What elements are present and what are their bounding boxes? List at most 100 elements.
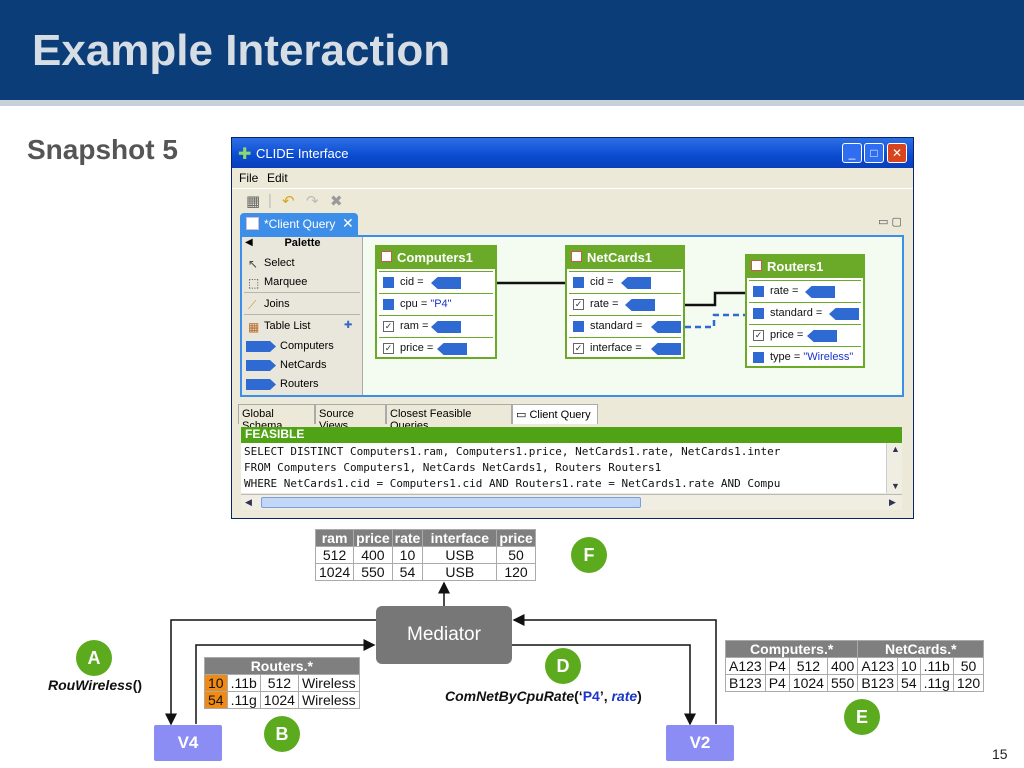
scroll-up-icon[interactable]: ▲	[891, 444, 900, 454]
app-window: ✚ CLIDE Interface _ □ ✕ File Edit ▦ | ↶ …	[231, 137, 914, 519]
attr-row[interactable]: ✓ interface =	[569, 337, 681, 358]
attr-pin-icon[interactable]	[805, 286, 835, 298]
scroll-left-icon[interactable]: ◀	[245, 497, 252, 507]
entity-header[interactable]: NetCards1	[567, 247, 683, 269]
editor-minmax-icon[interactable]: ▭ ▢	[878, 216, 902, 228]
attr-pin-icon[interactable]	[621, 277, 651, 289]
sql-line: SELECT DISTINCT Computers1.ram, Computer…	[244, 445, 781, 458]
close-tab-icon[interactable]: ✕	[342, 215, 354, 231]
attr-box-icon	[383, 277, 394, 288]
attr-name: price	[400, 342, 424, 354]
table-cell: 10	[897, 657, 921, 675]
attr-pin-icon[interactable]	[651, 343, 681, 355]
table-cell: 50	[496, 546, 536, 564]
checkbox-checked-icon[interactable]: ✓	[753, 330, 764, 341]
attr-op: =	[612, 298, 619, 310]
table-cell: .11b	[226, 674, 261, 692]
tab-client-query[interactable]: *Client Query ✕	[240, 213, 358, 235]
attr-pin-icon[interactable]	[829, 308, 859, 320]
attr-row[interactable]: standard =	[749, 302, 861, 323]
table-cell: P4	[764, 657, 790, 675]
checkbox-checked-icon[interactable]: ✓	[573, 343, 584, 354]
fn-arg: P4	[582, 688, 600, 704]
entity-netcards1[interactable]: NetCards1 cid = ✓ rate = standard = ✓ in…	[565, 245, 685, 359]
redo-icon[interactable]: ↷	[306, 193, 319, 210]
palette-tool-joins[interactable]: ⟋ Joins	[244, 295, 360, 314]
attr-row[interactable]: cid =	[379, 271, 493, 292]
palette-table-routers[interactable]: Routers	[244, 375, 360, 394]
sql-line: WHERE NetCards1.cid = Computers1.cid AND…	[244, 477, 781, 490]
palette-table-list[interactable]: ▦ Table List ✚	[244, 317, 360, 336]
attr-label: cid =	[590, 276, 614, 288]
query-canvas[interactable]: ◀ Palette ↖ Select ⬚ Marquee ⟋ Joins ▦ T…	[240, 235, 904, 397]
scroll-right-icon[interactable]: ▶	[889, 497, 896, 507]
attr-pin-icon[interactable]	[437, 343, 467, 355]
minimize-button[interactable]: _	[842, 143, 862, 163]
entity-routers1[interactable]: Routers1 rate = standard = ✓ price = typ…	[745, 254, 865, 368]
entity-header[interactable]: Computers1	[377, 247, 495, 269]
horizontal-scrollbar[interactable]: ◀ ▶	[241, 494, 902, 510]
palette-divider	[244, 292, 360, 293]
entity-computers1[interactable]: Computers1 cid = cpu = "P4" ✓ ram = ✓ pr…	[375, 245, 497, 359]
collapse-arrow-icon[interactable]: ◀	[245, 237, 253, 248]
tab-global-schema[interactable]: Global Schema	[238, 404, 315, 432]
pin-icon[interactable]: ✚	[344, 320, 353, 331]
table-cell: A123	[857, 657, 899, 675]
menu-file[interactable]: File	[239, 171, 259, 185]
palette-tool-marquee[interactable]: ⬚ Marquee	[244, 273, 360, 292]
table-cell: 54	[897, 674, 921, 692]
attr-pin-icon[interactable]	[431, 321, 461, 333]
attr-row[interactable]: type = "Wireless"	[749, 346, 861, 367]
attr-row[interactable]: cid =	[569, 271, 681, 292]
table-cell: 120	[952, 674, 985, 692]
sql-output[interactable]: SELECT DISTINCT Computers1.ram, Computer…	[241, 443, 902, 493]
checkbox-checked-icon[interactable]: ✓	[573, 299, 584, 310]
attr-pin-icon[interactable]	[807, 330, 837, 342]
attr-row[interactable]: standard =	[569, 315, 681, 336]
table-cell: P4	[764, 674, 790, 692]
new-query-icon[interactable]: ▦	[246, 193, 261, 210]
delete-icon[interactable]: ✖	[330, 193, 343, 210]
table-cell: Wireless	[297, 674, 360, 692]
attr-row[interactable]: rate =	[749, 280, 861, 301]
attr-name: interface	[590, 342, 633, 354]
table-icon	[381, 251, 392, 262]
checkbox-checked-icon[interactable]: ✓	[383, 343, 394, 354]
palette-table-netcards[interactable]: NetCards	[244, 356, 360, 375]
table-icon	[751, 260, 762, 271]
attr-row[interactable]: ✓ price =	[749, 324, 861, 345]
close-button[interactable]: ✕	[887, 143, 907, 163]
attr-name: rate	[770, 285, 789, 297]
scroll-thumb[interactable]	[261, 497, 641, 508]
v4-to-mediator-arrow	[195, 639, 376, 724]
scroll-down-icon[interactable]: ▼	[891, 481, 900, 491]
entity-header[interactable]: Routers1	[747, 256, 863, 278]
attr-pin-icon[interactable]	[625, 299, 655, 311]
checkbox-checked-icon[interactable]: ✓	[383, 321, 394, 332]
attr-op: =	[796, 329, 804, 341]
window-titlebar[interactable]: ✚ CLIDE Interface _ □ ✕	[232, 138, 913, 168]
tab-client-query-view[interactable]: ▭ Client Query	[512, 404, 598, 424]
attr-pin-icon[interactable]	[431, 277, 461, 289]
table-cell: 400	[353, 546, 393, 564]
attr-row[interactable]: ✓ rate =	[569, 293, 681, 314]
maximize-button[interactable]: □	[864, 143, 884, 163]
table-cell: 50	[952, 657, 985, 675]
vertical-scrollbar[interactable]: ▲ ▼	[886, 443, 902, 493]
result-col-header: price	[496, 529, 536, 547]
query-file-icon	[246, 217, 259, 230]
palette-table-computers[interactable]: Computers	[244, 337, 360, 356]
attr-row[interactable]: cpu = "P4"	[379, 293, 493, 314]
palette-table-label: Computers	[280, 340, 334, 352]
com-net-by-cpu-rate-call: ComNetByCpuRate(‘P4’, rate)	[445, 688, 642, 704]
table-row: 54 .11g 1024 Wireless	[204, 691, 360, 709]
undo-icon[interactable]: ↶	[282, 193, 295, 210]
table-row: A123 P4 512 400 A123 10 .11b 50	[725, 657, 985, 675]
table-tag-icon	[246, 379, 276, 390]
attr-pin-icon[interactable]	[651, 321, 681, 333]
attr-row[interactable]: ✓ ram =	[379, 315, 493, 336]
menu-edit[interactable]: Edit	[267, 171, 288, 185]
app-icon: ✚	[238, 146, 252, 163]
palette-tool-select[interactable]: ↖ Select	[244, 254, 360, 273]
attr-row[interactable]: ✓ price =	[379, 337, 493, 358]
